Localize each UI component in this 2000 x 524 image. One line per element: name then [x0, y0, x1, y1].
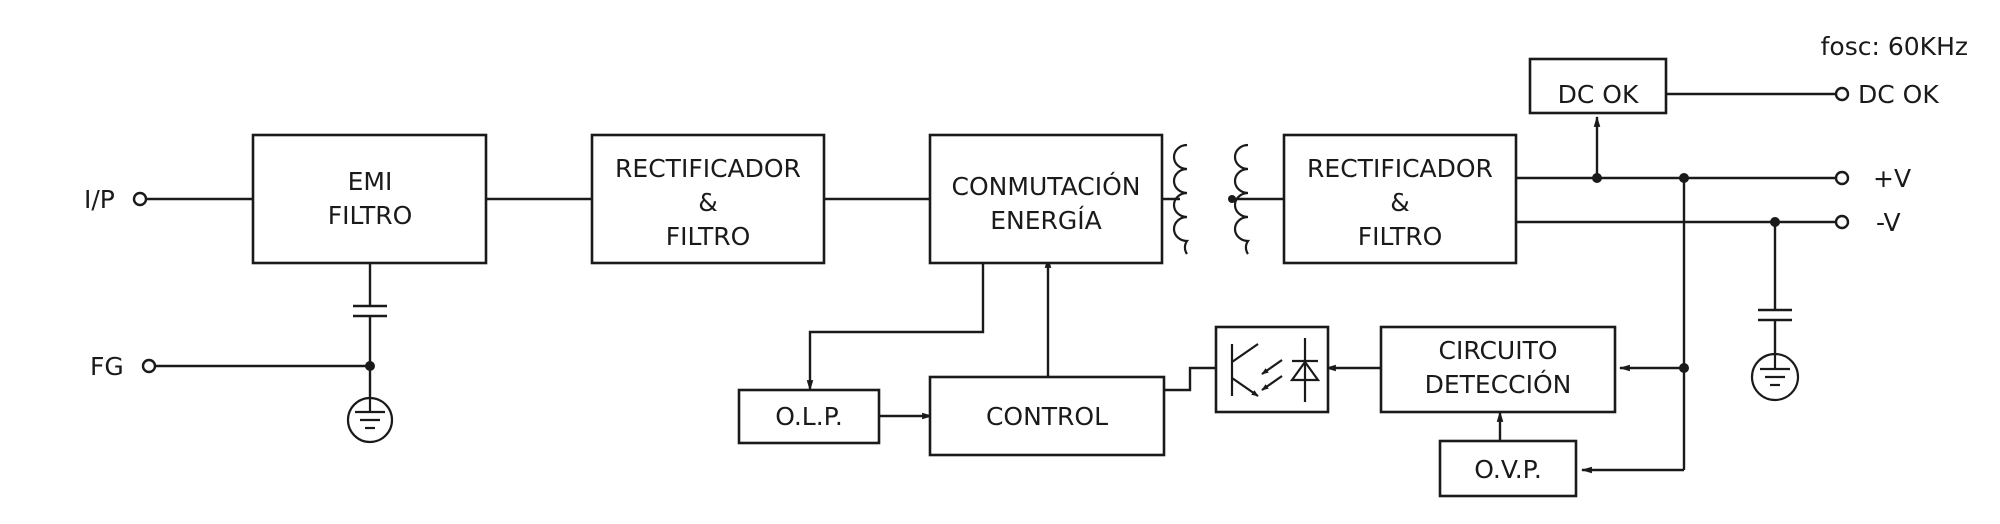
earth-ground-icon — [346, 396, 394, 444]
ovp-block: O.V.P. — [1438, 439, 1578, 498]
feedback-wires — [806, 173, 1689, 474]
switch-line-2: ENERGÍA — [990, 206, 1102, 235]
detect-line-1: CIRCUITO — [1438, 336, 1557, 365]
positive-terminal: +V — [1834, 164, 1911, 193]
rect1-line-2: & — [698, 188, 718, 217]
rect2-line-2: & — [1390, 188, 1410, 217]
power-switching-block: CONMUTACIÓN ENERGÍA — [928, 133, 1164, 265]
olp-label: O.L.P. — [775, 402, 843, 431]
rect2-line-3: FILTRO — [1358, 222, 1443, 251]
negative-output-label: -V — [1876, 208, 1901, 237]
control-label: CONTROL — [986, 402, 1108, 431]
rect1-line-1: RECTIFICADOR — [615, 154, 801, 183]
optocoupler-icon — [1214, 325, 1330, 414]
dcok-block-label: DC OK — [1558, 80, 1639, 109]
frame-ground-label: FG — [90, 352, 124, 381]
switch-line-1: CONMUTACIÓN — [952, 171, 1141, 201]
earth-ground-icon — [1750, 352, 1800, 402]
emi-line-1: EMI — [348, 167, 393, 196]
control-block: CONTROL — [928, 375, 1166, 457]
ovp-label: O.V.P. — [1474, 455, 1542, 484]
positive-output-label: +V — [1873, 164, 1911, 193]
emi-line-2: FILTRO — [328, 201, 413, 230]
dc-ok-terminal: DC OK — [1834, 80, 1939, 109]
rect2-line-1: RECTIFICADOR — [1307, 154, 1493, 183]
main-path-wires — [144, 176, 1836, 224]
output-ground-branch — [1750, 217, 1800, 402]
frequency-note: fosc: 60KHz — [1821, 32, 1968, 61]
detection-circuit-block: CIRCUITO DETECCIÓN — [1379, 325, 1617, 414]
emi-filter-block: EMI FILTRO — [251, 133, 488, 265]
olp-block: O.L.P. — [737, 388, 881, 445]
emi-ground-branch — [154, 263, 394, 444]
input-label: I/P — [84, 185, 115, 214]
dc-ok-output-label: DC OK — [1858, 80, 1939, 109]
detect-line-2: DETECCIÓN — [1425, 369, 1572, 399]
dc-ok-block: DC OK — [1528, 57, 1668, 115]
capacitor-icon — [353, 304, 387, 318]
dc-ok-wires — [1592, 92, 1836, 183]
input-terminal: I/P — [84, 185, 148, 214]
transformer-icon — [1172, 143, 1251, 255]
frame-ground-terminal: FG — [90, 352, 157, 381]
negative-terminal: -V — [1834, 208, 1901, 237]
rect1-line-3: FILTRO — [666, 222, 751, 251]
rectifier-filter-block-output: RECTIFICADOR & FILTRO — [1282, 133, 1518, 265]
rectifier-filter-block-input: RECTIFICADOR & FILTRO — [590, 133, 826, 265]
capacitor-icon — [1758, 308, 1792, 322]
